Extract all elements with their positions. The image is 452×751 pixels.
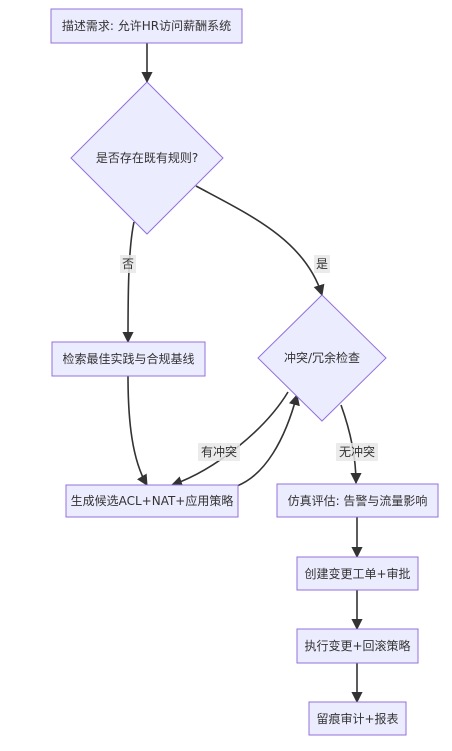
- node-simulate-evaluation: 仿真评估: 告警与流量影响: [276, 483, 439, 518]
- edge-label-yes-text: 是: [316, 257, 328, 271]
- decision-conflict-check-text: 冲突/冗余检查: [284, 350, 360, 365]
- node-generate-policy: 生成候选ACL+NAT+应用策略: [65, 484, 239, 518]
- edge-exists-to-search: [122, 221, 135, 344]
- node-execute-change-text: 执行变更+回滚策略: [304, 638, 410, 653]
- edge-label-no: 否: [120, 255, 136, 273]
- edge-exists-to-conflict: [195, 185, 325, 297]
- node-search-best-practice-text: 检索最佳实践与合规基线: [62, 351, 194, 366]
- decision-existing-rule-text: 是否存在既有规则?: [96, 150, 198, 165]
- edge-conflict-to-generate: [170, 391, 289, 487]
- node-audit-report: 留痕审计+报表: [308, 701, 407, 736]
- edge-label-yes: 是: [314, 255, 330, 273]
- node-generate-policy-text: 生成候选ACL+NAT+应用策略: [71, 493, 234, 508]
- node-search-best-practice: 检索最佳实践与合规基线: [51, 341, 206, 377]
- decision-conflict-check: 冲突/冗余检查: [257, 294, 387, 422]
- node-simulate-evaluation-text: 仿真评估: 告警与流量影响: [288, 493, 428, 508]
- node-describe-requirement: 描述需求: 允许HR访问薪酬系统: [50, 8, 243, 44]
- edge-label-no-text: 否: [122, 257, 134, 271]
- edge-search-to-generate: [127, 375, 148, 486]
- node-audit-report-text: 留痕审计+报表: [316, 711, 398, 726]
- edge-label-no-conflict-text: 无冲突: [339, 444, 375, 459]
- edge-conflict-to-simulate: [340, 404, 362, 485]
- edge-generate-to-conflict: [236, 393, 300, 487]
- node-create-ticket: 创建变更工单+审批: [296, 556, 419, 591]
- edge-label-has-conflict-text: 有冲突: [201, 444, 237, 459]
- node-create-ticket-text: 创建变更工单+审批: [304, 566, 410, 581]
- decision-existing-rule: 是否存在既有规则?: [70, 81, 224, 235]
- node-describe-requirement-text: 描述需求: 允许HR访问薪酬系统: [62, 18, 231, 33]
- edge-label-no-conflict: 无冲突: [336, 443, 378, 461]
- node-execute-change: 执行变更+回滚策略: [296, 628, 419, 664]
- edge-label-has-conflict: 有冲突: [198, 443, 240, 461]
